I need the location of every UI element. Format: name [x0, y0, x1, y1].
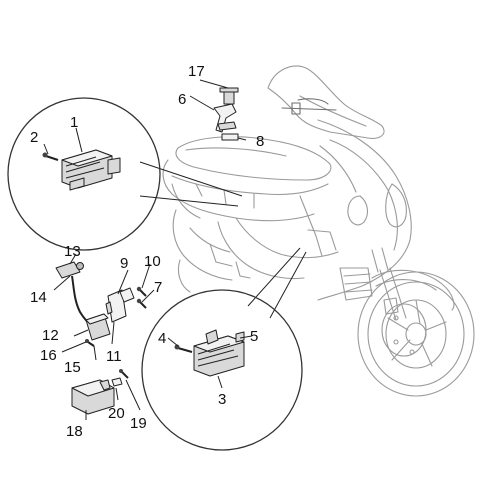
label-16: 16: [40, 347, 57, 364]
detail-circle-upper: [7, 97, 161, 251]
bracket-group-center: [105, 287, 135, 323]
label-5: 5: [250, 328, 258, 345]
label-9: 9: [120, 255, 128, 272]
label-17: 17: [188, 63, 205, 80]
voltage-regulator-upper: [61, 149, 121, 191]
screw-7: [136, 298, 147, 309]
label-11: 11: [106, 348, 122, 365]
bracket-bolt-assembly: [213, 87, 239, 141]
module-12: [85, 313, 111, 341]
screw-19: [119, 369, 129, 379]
label-4: 4: [158, 330, 166, 347]
washer-20: [111, 377, 123, 387]
label-20: 20: [108, 405, 125, 422]
scooter-outline: [162, 65, 475, 397]
regulator-screw-lower: [174, 344, 193, 353]
regulator-screw-upper: [42, 152, 59, 161]
label-leaders: [43, 79, 253, 420]
label-3: 3: [218, 391, 226, 408]
relay-18: [71, 379, 115, 415]
label-6: 6: [178, 91, 186, 108]
label-15: 15: [64, 359, 81, 376]
sensor-13: [55, 261, 84, 279]
label-12: 12: [42, 327, 59, 344]
label-1: 1: [70, 114, 78, 131]
callout-lower-leader-b: [269, 251, 307, 319]
label-18: 18: [66, 423, 83, 440]
label-8: 8: [256, 133, 264, 150]
callout-lower-leader-a: [247, 247, 301, 307]
detail-circle-lower: [141, 289, 303, 451]
label-2: 2: [30, 129, 38, 146]
screw-10: [136, 286, 147, 297]
label-19: 19: [130, 415, 147, 432]
callout-upper-leader-a: [139, 161, 243, 197]
label-13: 13: [64, 243, 81, 260]
label-14: 14: [30, 289, 47, 306]
voltage-regulator-lower: [193, 329, 245, 377]
label-7: 7: [154, 279, 162, 296]
label-10: 10: [144, 253, 161, 270]
